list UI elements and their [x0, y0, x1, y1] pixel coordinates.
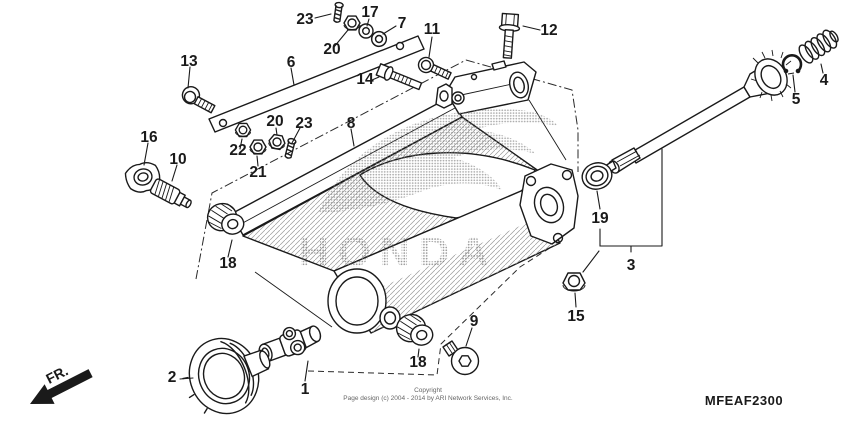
callout-18-left[interactable]: 18	[219, 255, 237, 272]
callout-8[interactable]: 8	[347, 115, 356, 132]
part-14-bolt-drawing	[375, 63, 423, 91]
part-16-lock-plate-drawing	[124, 161, 161, 193]
callout-leader-lines	[143, 13, 824, 382]
callout-3[interactable]: 3	[627, 257, 636, 274]
part-13-bolt-drawing	[181, 86, 216, 114]
callout-16[interactable]: 16	[140, 129, 158, 146]
part-9-plug-bolt-drawing	[442, 340, 480, 376]
callout-2[interactable]: 2	[168, 369, 177, 386]
part-19-seal-drawing	[581, 162, 613, 190]
part-22-nut-drawing	[234, 122, 252, 138]
part-11-bolt-drawing	[417, 56, 452, 80]
part-4-spring-drawing	[798, 29, 839, 64]
callout-9[interactable]: 9	[470, 313, 479, 330]
callout-20-top[interactable]: 20	[323, 41, 340, 58]
part-20-nut-lower-drawing	[267, 133, 287, 151]
callout-21[interactable]: 21	[249, 164, 267, 181]
callout-12[interactable]: 12	[540, 22, 557, 39]
part-10-adjusting-bolt-drawing	[149, 178, 192, 209]
copyright-line-2: Page design (c) 2004 - 2014 by ARI Netwo…	[343, 395, 513, 402]
callout-numbers: 1 2 3 4 5 6 7 8 9 10 11 12 13 14 15 16 1…	[140, 4, 828, 398]
callout-11[interactable]: 11	[424, 21, 441, 38]
part-12-bolt-drawing	[498, 12, 521, 59]
part-20-nut-top-drawing	[343, 15, 361, 31]
callout-17[interactable]: 17	[361, 4, 378, 21]
copyright-line-1: Copyright	[414, 387, 442, 394]
part-15-flange-nut-drawing	[562, 272, 586, 292]
callout-20-lower[interactable]: 20	[266, 113, 283, 130]
honda-text-watermark: HONDA	[299, 228, 498, 275]
part-23-screw-top-drawing	[332, 1, 345, 24]
callout-4[interactable]: 4	[820, 72, 829, 89]
part-23-screw-lower-drawing	[283, 137, 298, 160]
callout-7[interactable]: 7	[398, 15, 407, 32]
callout-1[interactable]: 1	[301, 381, 310, 398]
callout-10[interactable]: 10	[169, 151, 186, 168]
callout-23-top[interactable]: 23	[296, 11, 314, 28]
callout-14[interactable]: 14	[356, 71, 374, 88]
part-17-washer-drawing	[358, 23, 374, 39]
callout-23-lower[interactable]: 23	[295, 115, 313, 132]
diagram-code: MFEAF2300	[705, 393, 783, 408]
callout-6[interactable]: 6	[287, 54, 296, 71]
part-2-boot-drawing	[182, 337, 271, 415]
callout-19[interactable]: 19	[591, 210, 609, 227]
fr-direction-arrow: FR.	[30, 362, 93, 404]
part-6-torque-rod-drawing	[208, 35, 425, 133]
callout-13[interactable]: 13	[180, 53, 198, 70]
honda-wing-watermark	[318, 109, 558, 213]
part-21-nut-drawing	[249, 139, 267, 155]
part-1-universal-joint-drawing	[258, 325, 322, 363]
part-5-circlip-drawing	[781, 54, 803, 74]
part-18-bearing-left-drawing	[204, 199, 247, 240]
callout-15[interactable]: 15	[567, 308, 585, 325]
callout-5[interactable]: 5	[792, 91, 801, 108]
callout-18-right[interactable]: 18	[409, 354, 427, 371]
part-3-driveshaft-drawing	[604, 49, 795, 174]
callout-22[interactable]: 22	[229, 142, 246, 159]
